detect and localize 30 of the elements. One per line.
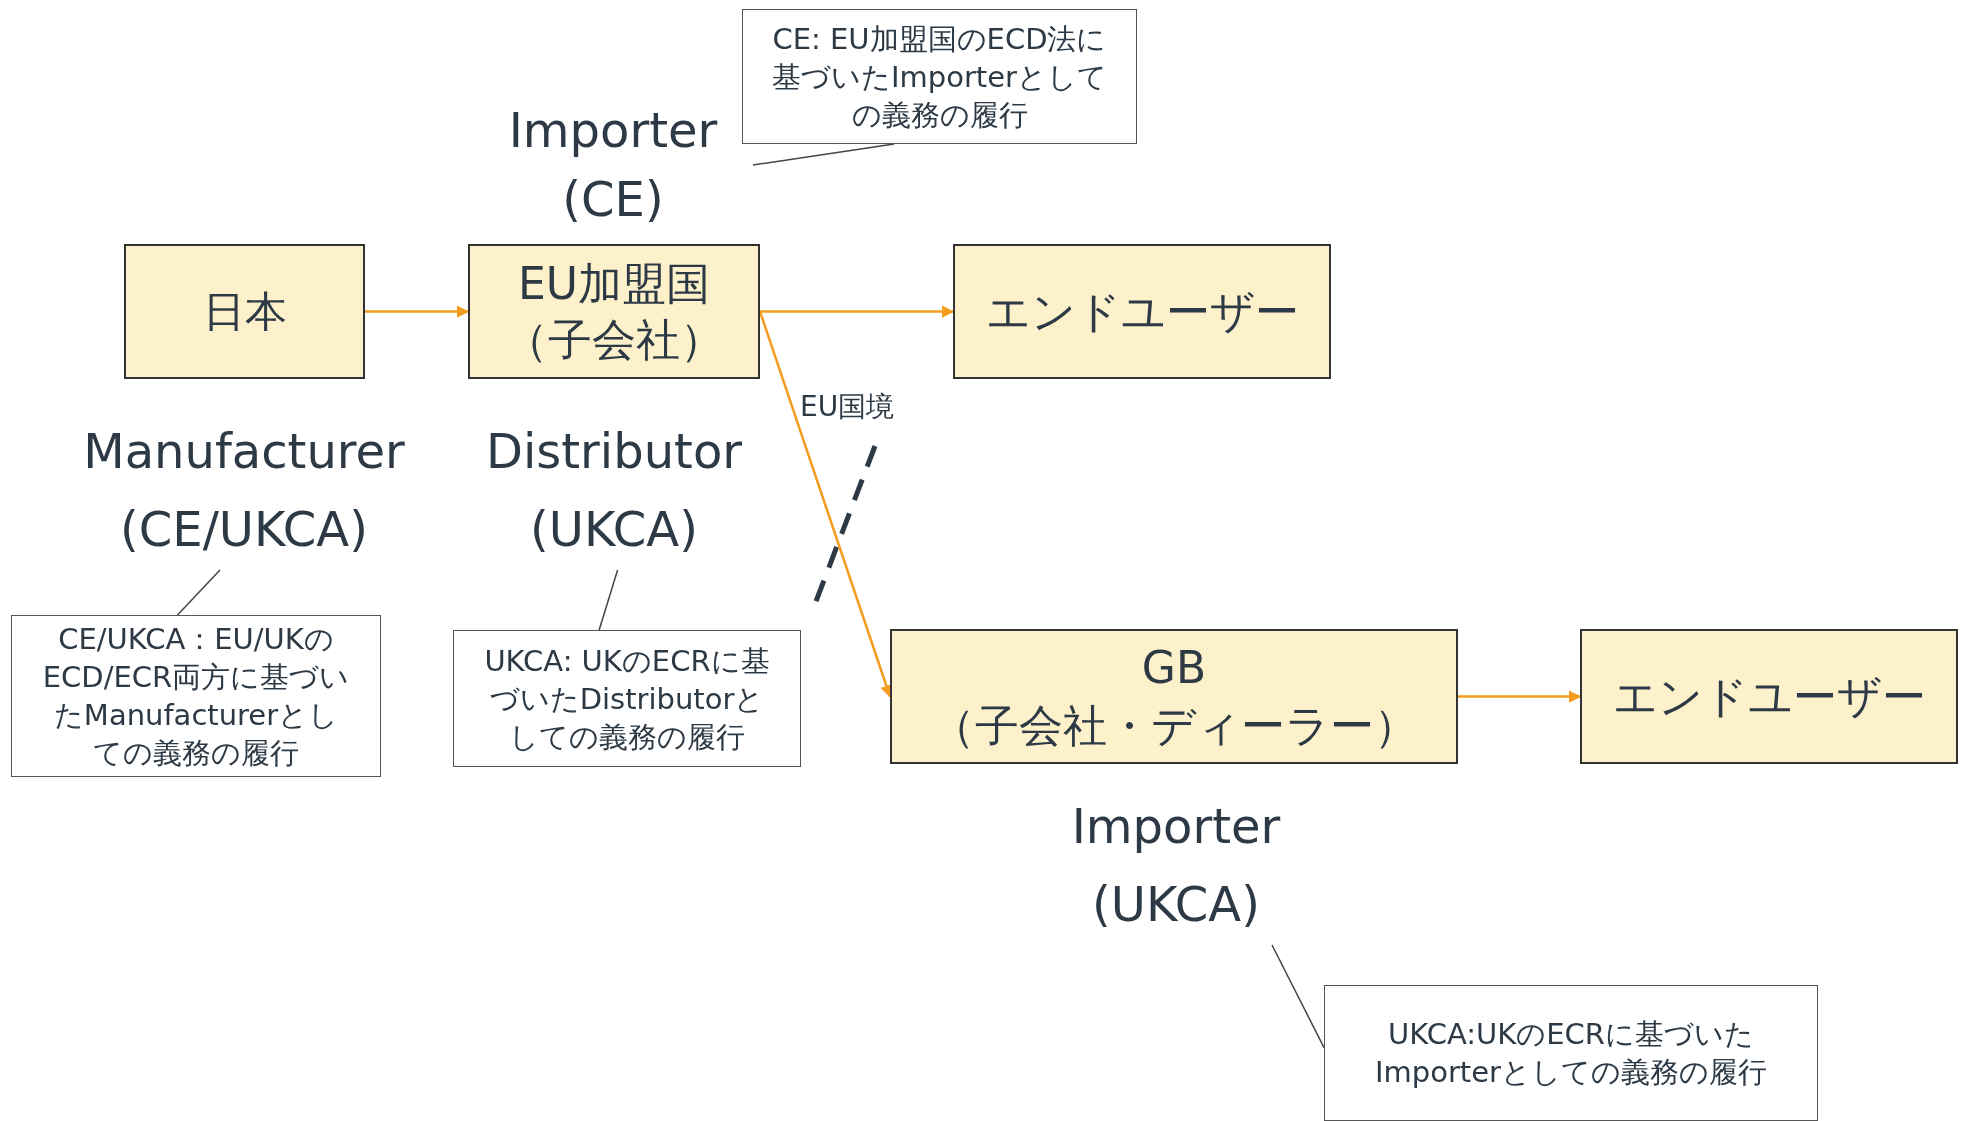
callout-text: UKCA:UKのECRに基づいたImporterとしての義務の履行 <box>1374 1016 1768 1091</box>
role-label: Importer (UKCA) <box>1026 785 1326 945</box>
entity-name: （子会社） <box>504 312 724 367</box>
callout-box <box>11 615 381 777</box>
arrow <box>365 305 470 318</box>
leader-line <box>176 569 221 616</box>
entity-name: エンドユーザー <box>985 284 1299 339</box>
callout-box <box>1324 985 1818 1121</box>
role-label: Importer (CE) <box>473 95 753 235</box>
border-label: EU国境 <box>800 389 895 425</box>
arrow <box>1458 690 1582 703</box>
callout-text: CE: EU加盟国のECD法に基づいたImporterとしての義務の履行 <box>771 20 1108 134</box>
entity-box <box>468 244 760 379</box>
callout-text: UKCA: UKのECRに基づいたDistributorとしての義務の履行 <box>483 642 771 756</box>
leader-line <box>752 143 895 166</box>
leader-line <box>598 569 619 631</box>
entity-box <box>953 244 1331 379</box>
entity-box <box>124 244 365 379</box>
entity-box <box>890 629 1458 764</box>
entity-name: エンドユーザー <box>1612 669 1926 724</box>
callout-box <box>742 9 1137 144</box>
entity-name: （子会社・ディーラー） <box>930 698 1418 753</box>
entity-box <box>1580 629 1958 764</box>
callout-text: CE/UKCA：EU/UKのECD/ECR両方に基づいたManufacturerとしての義務の履行 <box>41 621 351 772</box>
entity-name: EU加盟国 <box>518 256 710 311</box>
entity-name: 日本 <box>202 285 287 338</box>
arrow <box>760 305 955 318</box>
entity-name: GB <box>1141 640 1207 695</box>
callout-box <box>453 630 801 767</box>
leader-line <box>1271 944 1325 1049</box>
